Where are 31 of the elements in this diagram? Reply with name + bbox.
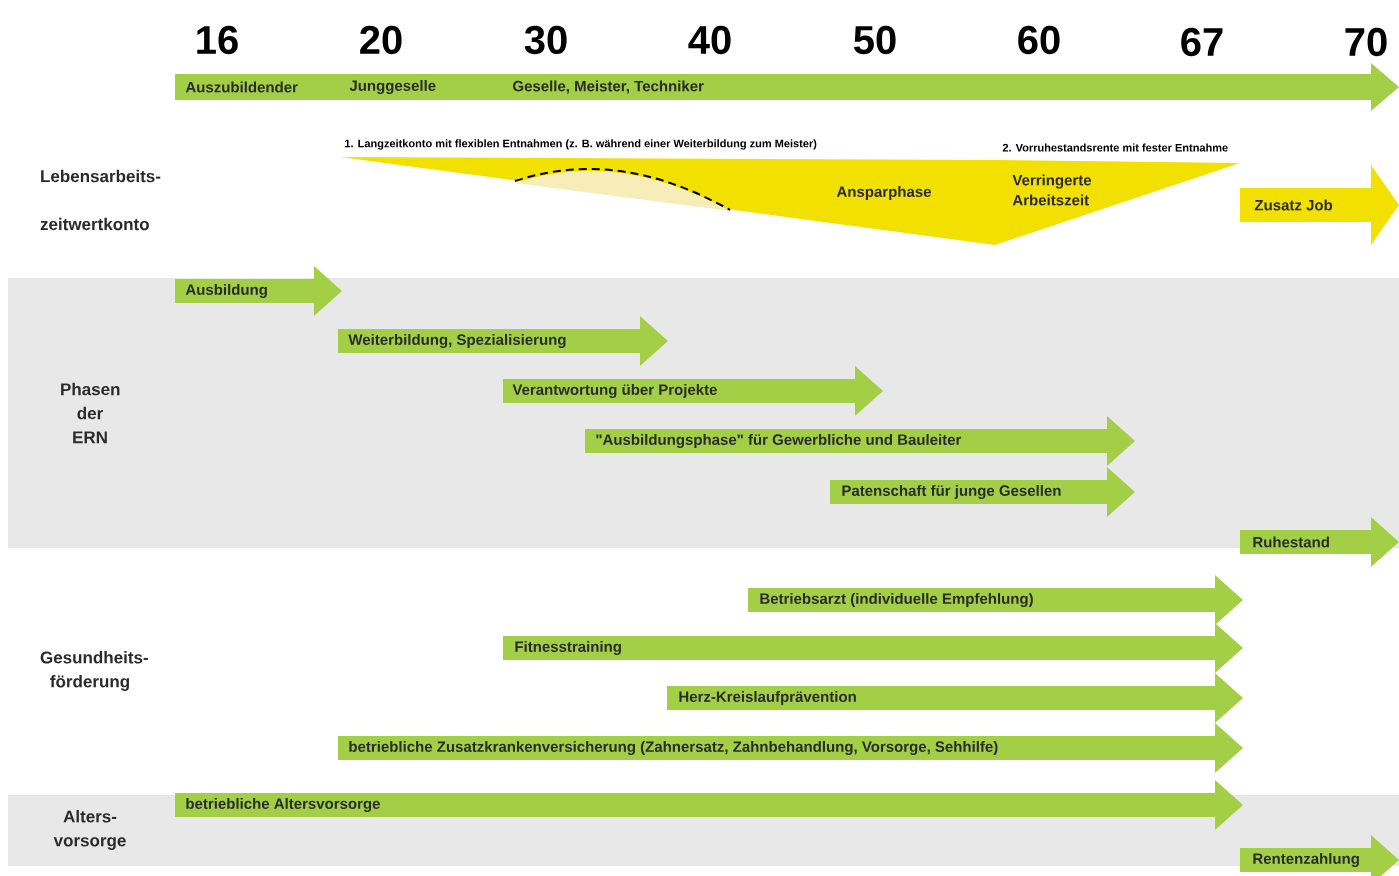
arrow-band: Fitnesstraining	[503, 623, 1243, 673]
arrow-band: Zusatz Job	[1240, 165, 1399, 245]
node-label: Verringerte Arbeitszeit	[1012, 174, 1092, 206]
arrow-band: Auszubildender Junggeselle Geselle, Meister, Techniker	[175, 63, 1399, 111]
age-label: 20	[360, 25, 402, 55]
age-label: 70	[1345, 27, 1387, 57]
age-label: 67	[1181, 27, 1223, 57]
node-label: 2. Vorruhestandsrente mit fester Entnahme	[1002, 143, 1228, 152]
arrow-band: Ausbildung	[175, 266, 342, 316]
arrow-band: Rentenzahlung	[1240, 835, 1399, 876]
arrow-band: Betriebsarzt (individuelle Empfehlung)	[748, 575, 1243, 625]
arrow-band: Ruhestand	[1240, 517, 1399, 567]
row-label: Phasen der ERN	[61, 382, 120, 444]
account-wedge: 2. Vorruhestandsrente mit fester Entnahme Verringerte Arbeitszeit	[995, 143, 1240, 245]
arrow-band: "Ausbildungsphase" für Gewerbliche und Bauleiter	[585, 416, 1135, 466]
age-label: 40	[688, 25, 731, 55]
arrow-band: Patenschaft für junge Gesellen	[830, 467, 1135, 517]
node-label: Ansparphase	[836, 186, 932, 200]
arrow-band: betriebliche Zusatzkrankenversicherung (Zahnersatz, Zahnbehandlung, Vorsorge, Sehhilfe)	[338, 723, 1243, 773]
age-label: 60	[1018, 25, 1060, 55]
arrow-band: Weiterbildung, Spezialisierung	[338, 316, 668, 366]
age-label: 30	[524, 25, 567, 55]
node-label: 1. Langzeitkonto mit flexiblen Entnahmen (z. B. während einer Weiterbildung zum Meister)	[345, 139, 817, 150]
arrow-band: Herz-Kreislaufprävention	[667, 673, 1243, 723]
row-label: Alters- vorsorge	[53, 810, 126, 850]
arrow-band: betriebliche Altersvorsorge	[175, 780, 1243, 830]
age-label: 50	[854, 25, 896, 55]
arrow-band: Verantwortung über Projekte	[503, 366, 883, 416]
row-label: Lebensarbeits- zeitwertkonto	[40, 169, 161, 231]
account-wedge: 1. Langzeitkonto mit flexiblen Entnahmen (z. B. während einer Weiterbildung zum Meister) Ansparphase	[340, 139, 995, 245]
row-label: Gesundheits- förderung	[40, 651, 148, 691]
